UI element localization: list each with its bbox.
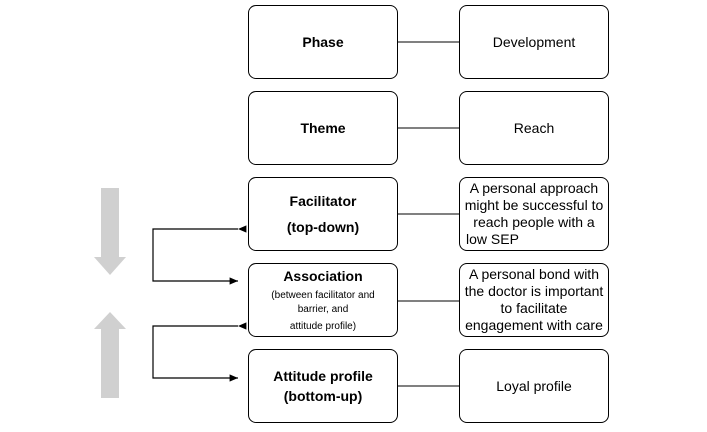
loyal-profile-label: Loyal profile — [496, 377, 572, 394]
association-finding-line: to facilitate — [500, 300, 568, 316]
association-finding-line: the doctor is important — [464, 283, 604, 299]
bracket-arrow-top — [152, 225, 247, 285]
facilitator-finding-line: low SEP — [466, 231, 519, 247]
association-detail-line: barrier, and — [297, 304, 349, 315]
facilitator-finding-line: might be successful to — [464, 197, 604, 213]
facilitator-sublabel: (top-down) — [286, 219, 360, 235]
reach-box: Reach — [459, 91, 609, 165]
association-finding-line: A personal bond with — [469, 266, 599, 282]
association-label: Association — [283, 268, 363, 284]
down-arrow-icon — [94, 188, 126, 275]
association-box: Association (between facilitator and bar… — [248, 263, 398, 337]
association-detail-line: attitude profile) — [289, 321, 357, 332]
facilitator-box: Facilitator (top-down) — [248, 177, 398, 251]
attitude-profile-label: Attitude profile — [273, 368, 373, 384]
association-finding-line: engagement with care — [465, 317, 603, 333]
bracket-arrow-bottom — [152, 322, 247, 382]
phase-label: Phase — [302, 34, 344, 50]
facilitator-finding-line: reach people with a — [473, 214, 595, 230]
theme-box: Theme — [248, 91, 398, 165]
facilitator-finding-box: A personal approach might be successful … — [459, 177, 609, 251]
development-label: Development — [492, 33, 576, 50]
association-finding-box: A personal bond with the doctor is impor… — [459, 263, 609, 337]
phase-box: Phase — [248, 5, 398, 79]
facilitator-label: Facilitator — [289, 193, 357, 209]
development-box: Development — [459, 5, 609, 79]
facilitator-finding-line: A personal approach — [469, 180, 599, 196]
attitude-profile-sublabel: (bottom-up) — [283, 388, 363, 404]
theme-label: Theme — [300, 120, 346, 136]
loyal-profile-box: Loyal profile — [459, 349, 609, 423]
reach-label: Reach — [513, 119, 555, 136]
attitude-profile-box: Attitude profile (bottom-up) — [248, 349, 398, 423]
association-detail-line: (between facilitator and — [271, 290, 375, 301]
up-arrow-icon — [94, 312, 126, 398]
